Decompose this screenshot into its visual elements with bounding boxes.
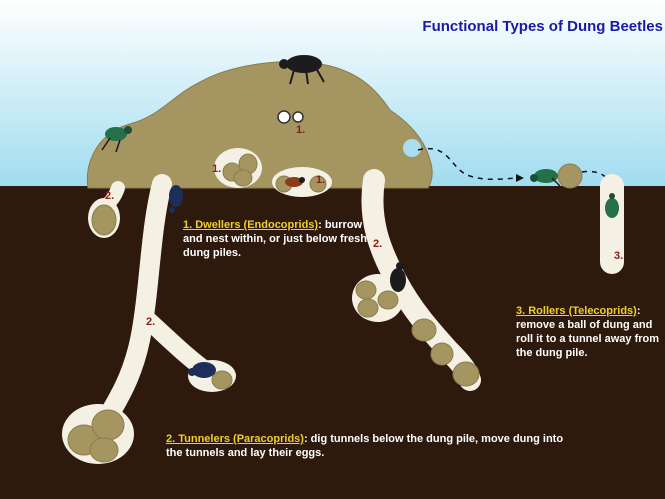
rollers-caption: 3. Rollers (Telecoprids): remove a ball …: [516, 304, 664, 360]
rollers-heading: 3. Rollers (Telecoprids): [516, 305, 637, 317]
marker-dweller-pile: 1.: [296, 124, 305, 136]
marker-tunneler-right: 2.: [373, 238, 382, 250]
marker-tunneler-left: 2.: [105, 190, 114, 202]
diagram-title: Functional Types of Dung Beetles: [422, 18, 663, 35]
dwellers-heading: 1. Dwellers (Endocoprids): [183, 219, 318, 231]
marker-roller: 3.: [614, 250, 623, 262]
tunnelers-caption: 2. Tunnelers (Paracoprids): dig tunnels …: [166, 432, 566, 460]
dung-bite: [403, 139, 421, 157]
marker-dweller-chamber-left: 1.: [212, 163, 221, 175]
marker-dweller-chamber-right: 1.: [316, 174, 325, 186]
marker-tunneler-long: 2.: [146, 316, 155, 328]
dwellers-caption: 1. Dwellers (Endocoprids): burrow and ne…: [183, 218, 373, 260]
tunnelers-heading: 2. Tunnelers (Paracoprids): [166, 433, 304, 445]
dung-ball: [558, 164, 582, 188]
